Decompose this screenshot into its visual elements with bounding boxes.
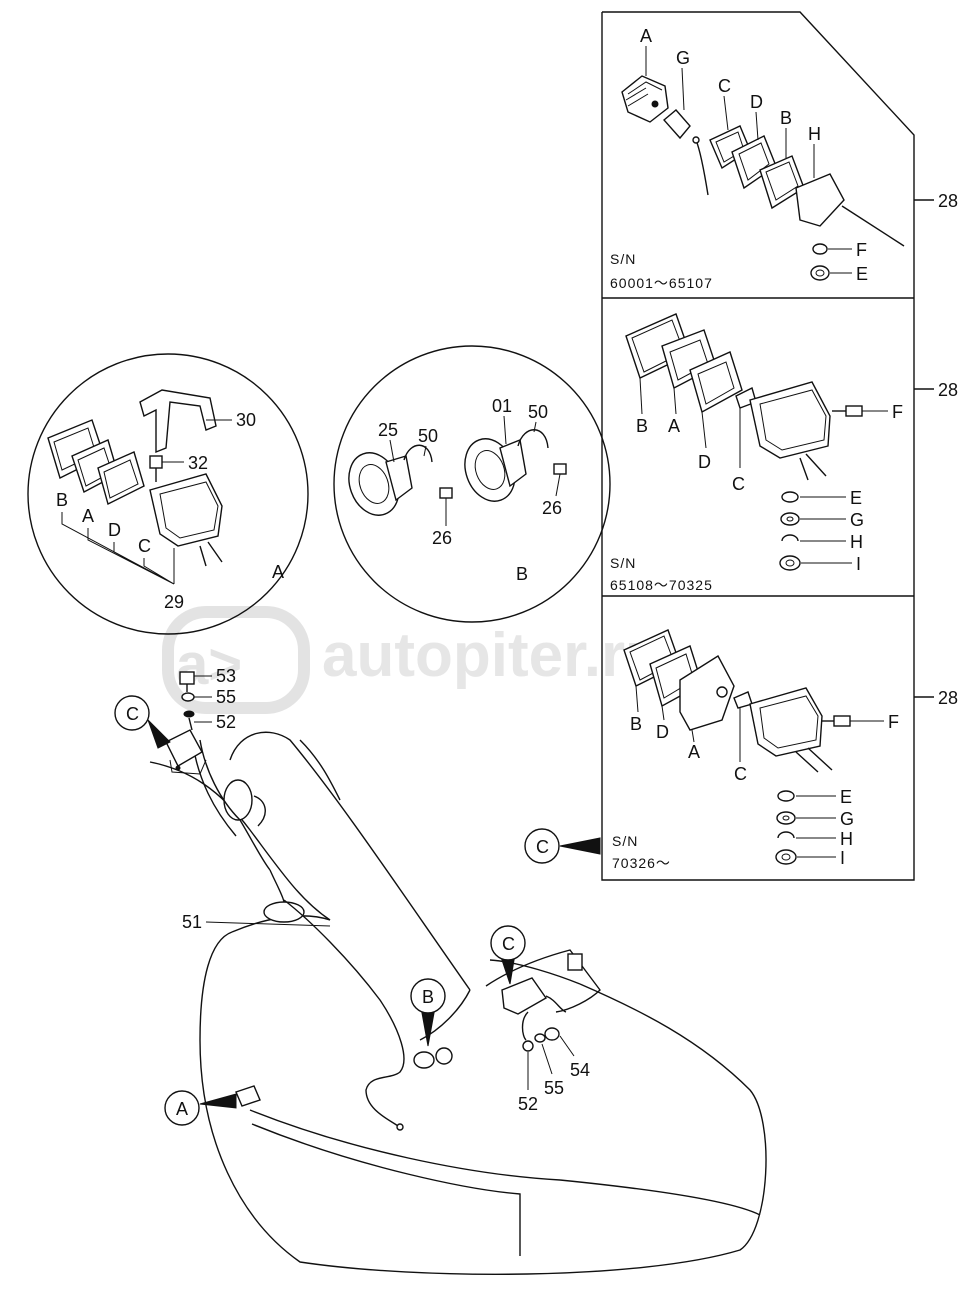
panel-3-labels: B D A C F E G H I S/N 70326～ 28	[612, 685, 958, 871]
detail-b: 25 50 01 50 26 26 B	[333, 345, 611, 623]
detail-a-part-D: D	[108, 520, 121, 540]
panel-2-part-D: D	[698, 452, 711, 472]
panel-1-part-H: H	[808, 124, 821, 144]
panel-2-labels: B A D C F E G H I S/N 65108～70325 28	[610, 377, 958, 593]
callout-c-roof: C	[490, 925, 526, 985]
detail-a-part-29: 29	[164, 592, 184, 612]
main-part-52b: 52	[518, 1094, 538, 1114]
panel-3-part-B: B	[630, 714, 642, 734]
detail-b-part-01: 01	[492, 396, 512, 416]
panel-1-part-F: F	[856, 240, 867, 260]
panel-2-part-H: H	[850, 532, 863, 552]
main-assembly: C C B A 53 55 52 51 54	[114, 666, 767, 1275]
detail-b-letter: B	[516, 564, 528, 584]
callout-b-roof-letter: B	[422, 987, 434, 1007]
panel-1-part-B: B	[780, 108, 792, 128]
callout-a-roof: A	[164, 1090, 237, 1126]
detail-b-part-50b: 50	[528, 402, 548, 422]
panel-2-serial-range: 65108～70325	[610, 577, 713, 593]
panel-3-serial-range: 70326～	[612, 855, 671, 871]
panel-2-part-C: C	[732, 474, 745, 494]
panel-1-part-G: G	[676, 48, 690, 68]
main-part-51: 51	[182, 912, 202, 932]
callout-c-roof-letter: C	[502, 934, 515, 954]
detail-b-part-26b: 26	[542, 498, 562, 518]
callout-c-panel-letter: C	[536, 837, 549, 857]
main-part-55a: 55	[216, 687, 236, 707]
panel-1-labels: A G C D B H F E S/N 60001～65107 28	[610, 26, 958, 291]
panel-3-part-A: A	[688, 742, 700, 762]
panel-3-part-D: D	[656, 722, 669, 742]
detail-a-labels: 30 32 B A D C 29 A	[56, 410, 284, 612]
main-part-53: 53	[216, 666, 236, 686]
panel-1-part-C: C	[718, 76, 731, 96]
panel-1-part-E: E	[856, 264, 868, 284]
panel-2-part-I: I	[856, 554, 861, 574]
panel-3-ref: 28	[938, 688, 958, 708]
main-labels: 53 55 52 51 54 55 52	[182, 666, 590, 1114]
detail-a-part-30: 30	[236, 410, 256, 430]
panel-3-part-F: F	[888, 712, 899, 732]
detail-a-letter: A	[272, 562, 284, 582]
panel-3-part-I: I	[840, 848, 845, 868]
detail-a: 30 32 B A D C 29 A	[27, 353, 309, 635]
callout-c-upper: C	[114, 695, 171, 749]
panel-1-serial-label: S/N	[610, 251, 636, 267]
panel-3-part-E: E	[840, 787, 852, 807]
callout-a-roof-letter: A	[176, 1099, 188, 1119]
panel-3-part-H: H	[840, 829, 853, 849]
detail-b-part-50a: 50	[418, 426, 438, 446]
detail-b-part-26a: 26	[432, 528, 452, 548]
detail-a-part-B: B	[56, 490, 68, 510]
panel-2-part-B: B	[636, 416, 648, 436]
detail-b-part-25: 25	[378, 420, 398, 440]
panel-3: B D A C F E G H I S/N 70326～ 28	[612, 629, 958, 871]
main-part-55b: 55	[544, 1078, 564, 1098]
main-part-54: 54	[570, 1060, 590, 1080]
panel-2-part-A: A	[668, 416, 680, 436]
panel-2-part-G: G	[850, 510, 864, 530]
panel-2-ref: 28	[938, 380, 958, 400]
panel-1-serial-range: 60001～65107	[610, 275, 713, 291]
watermark-text: autopiter.ru	[322, 621, 663, 690]
callout-b-roof: B	[410, 978, 446, 1047]
callout-c-panel: C	[524, 828, 601, 864]
detail-a-part-A: A	[82, 506, 94, 526]
main-part-52a: 52	[216, 712, 236, 732]
panel-3-part-G: G	[840, 809, 854, 829]
panel-3-serial-label: S/N	[612, 833, 638, 849]
panel-1-part-A: A	[640, 26, 652, 46]
detail-a-part-32: 32	[188, 453, 208, 473]
panel-1-part-D: D	[750, 92, 763, 112]
callout-c-upper-letter: C	[126, 704, 139, 724]
panel-2-serial-label: S/N	[610, 555, 636, 571]
panel-1: A G C D B H F E S/N 60001～65107 28	[610, 26, 958, 291]
panel-2-part-E: E	[850, 488, 862, 508]
panels-frame	[601, 11, 934, 881]
detail-a-part-C: C	[138, 536, 151, 556]
panel-3-part-C: C	[734, 764, 747, 784]
watermark: a> autopiter.ru	[162, 606, 663, 714]
panel-1-ref: 28	[938, 191, 958, 211]
detail-b-labels: 25 50 01 50 26 26 B	[378, 396, 562, 584]
panel-2-part-F: F	[892, 402, 903, 422]
panel-2: B A D C F E G H I S/N 65108～70325 28	[610, 313, 958, 593]
